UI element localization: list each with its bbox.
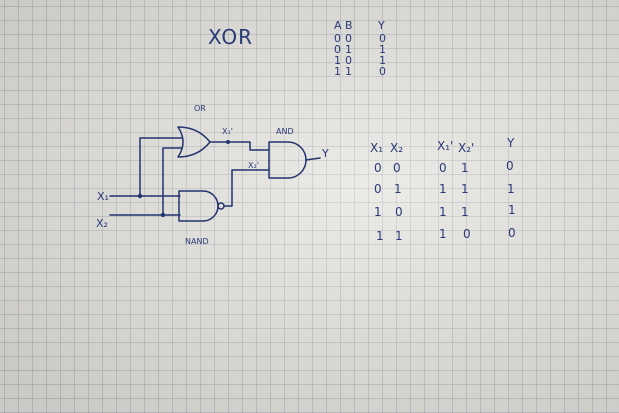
tt-large-header-x1p: X₁' <box>437 139 453 153</box>
tt-large-r1-x1p: 0 <box>439 161 447 175</box>
wire-x1-to-or <box>139 137 183 197</box>
tt-small-r3-y: 1 <box>379 54 386 67</box>
or-gate-label: OR <box>194 104 206 113</box>
tt-small-r4-y: 0 <box>379 65 386 78</box>
tt-small-header-a: A <box>334 19 342 32</box>
input-x1-label: X₁ <box>97 190 109 203</box>
tt-large-r3-y: 1 <box>508 203 516 217</box>
tt-large-header-x2: X₂ <box>390 141 403 155</box>
tt-large-r3-x2: 0 <box>395 205 403 219</box>
tt-large-r2-x2: 1 <box>394 182 402 196</box>
nand-gate-symbol <box>178 190 219 222</box>
truth-table-large: X₁ X₂ X₁' X₂' Y 0 0 0 1 0 0 1 1 1 1 1 0 … <box>370 136 516 243</box>
tt-large-header-y: Y <box>506 136 515 150</box>
wire-or-to-and <box>209 141 270 151</box>
input-x2-label: X₂ <box>96 217 108 230</box>
tt-large-header-x1: X₁ <box>370 141 383 155</box>
nand-bubble <box>217 202 225 210</box>
wire-nand-to-and <box>223 169 270 207</box>
tt-large-r4-x1p: 1 <box>439 227 447 241</box>
node-x2p-label: X₂' <box>248 161 259 170</box>
xor-circuit: OR NAND AND X₁ X₂ X₁' X₂' Y <box>96 104 329 246</box>
tt-large-r4-x2: 1 <box>395 229 403 243</box>
tt-small-r4-b: 1 <box>345 65 352 78</box>
tt-small-r1-a: 0 <box>334 32 341 45</box>
tt-small-r2-y: 1 <box>379 43 386 56</box>
or-gate-symbol <box>177 126 211 158</box>
tt-large-r1-x1: 0 <box>374 161 382 175</box>
and-gate-symbol <box>268 141 307 179</box>
tt-small-r3-a: 1 <box>334 54 341 67</box>
tt-large-r1-x2p: 1 <box>461 161 469 175</box>
truth-table-small: A B Y 0 0 0 0 1 1 1 0 1 1 1 0 <box>334 19 386 78</box>
and-gate-label: AND <box>276 127 294 136</box>
tt-large-r2-x2p: 1 <box>461 182 469 196</box>
tt-large-r3-x2p: 1 <box>461 205 469 219</box>
tt-large-r4-y: 0 <box>508 226 516 240</box>
wire-x2-to-or <box>162 147 183 216</box>
tt-large-header-x2p: X₂' <box>458 141 474 155</box>
nand-gate-label: NAND <box>185 237 209 246</box>
tt-large-r2-y: 1 <box>507 182 515 196</box>
tt-small-r1-y: 0 <box>379 32 386 45</box>
tt-large-r2-x1: 0 <box>374 182 382 196</box>
output-y-label: Y <box>321 147 329 160</box>
wire-output <box>305 157 321 161</box>
tt-large-r4-x1: 1 <box>376 229 384 243</box>
page-title: XOR <box>208 25 253 49</box>
tt-small-r4-a: 1 <box>334 65 341 78</box>
node-x1p-label: X₁' <box>222 127 233 136</box>
tt-small-r3-b: 0 <box>345 54 352 67</box>
tt-small-header-y: Y <box>377 19 385 32</box>
tt-large-r4-x2p: 0 <box>463 227 471 241</box>
junction-x1 <box>137 193 143 199</box>
tt-small-r2-a: 0 <box>334 43 341 56</box>
node-x1p <box>226 140 230 144</box>
tt-small-header-b: B <box>345 19 353 32</box>
tt-large-r2-x1p: 1 <box>439 182 447 196</box>
tt-small-r2-b: 1 <box>345 43 352 56</box>
tt-large-r3-x1: 1 <box>374 205 382 219</box>
tt-large-r3-x1p: 1 <box>439 205 447 219</box>
tt-large-r1-x2: 0 <box>393 161 401 175</box>
tt-small-r1-b: 0 <box>345 32 352 45</box>
tt-large-r1-y: 0 <box>506 159 514 173</box>
junction-x2 <box>160 212 166 218</box>
